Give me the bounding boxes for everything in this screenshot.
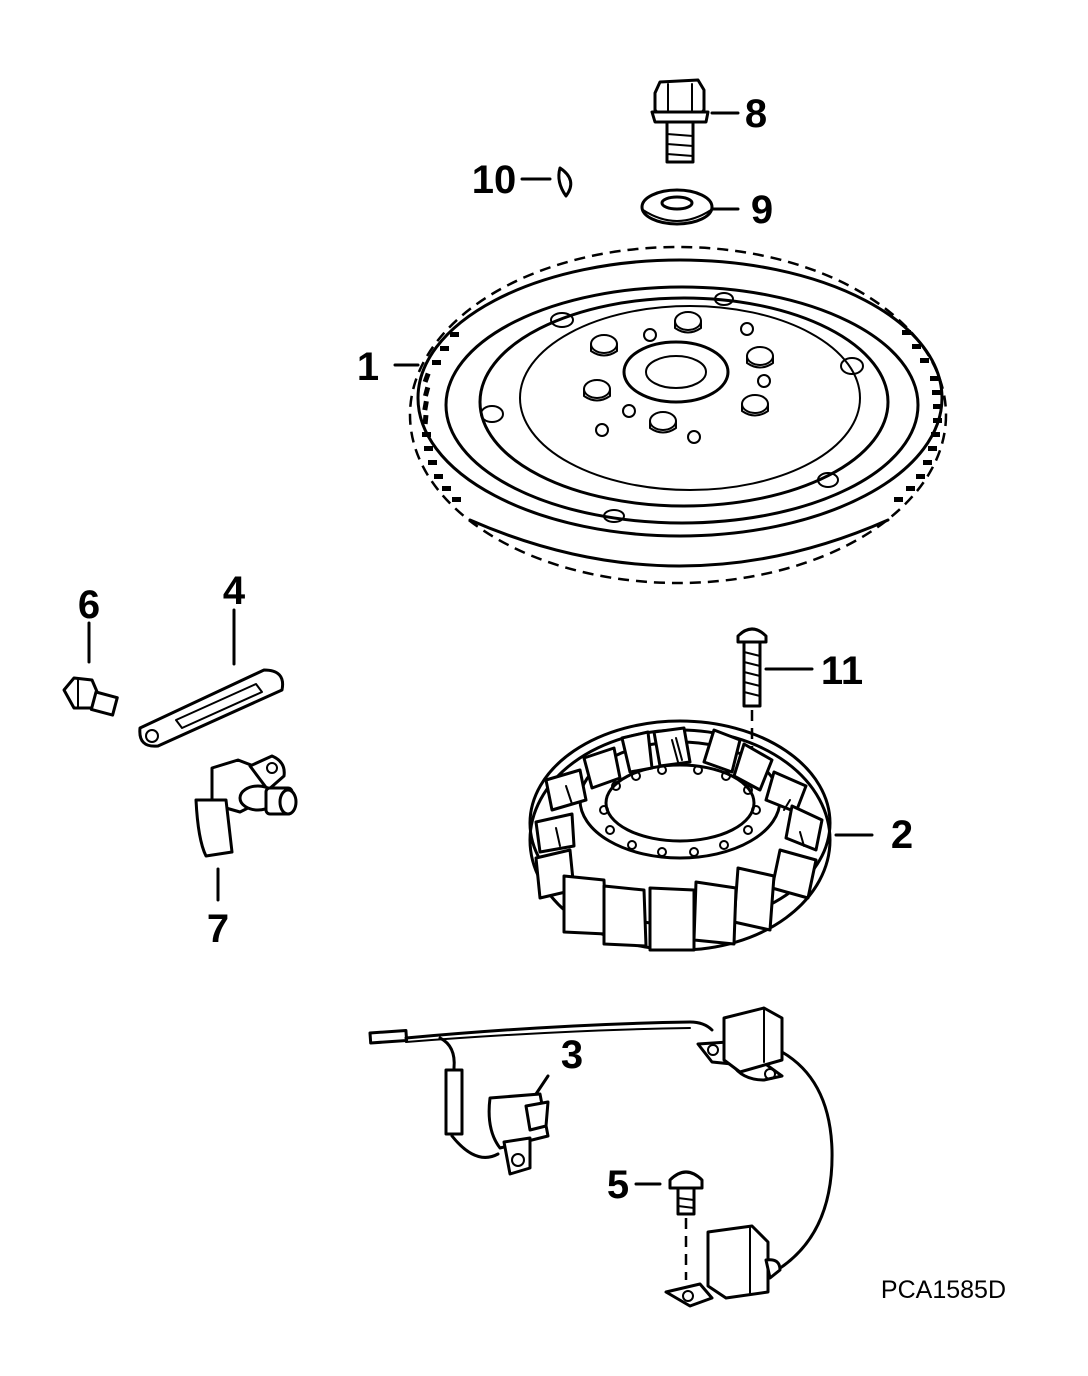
callout-labels: 1 2 3 4 5 6 7 8 9 10 11 — [78, 92, 913, 1207]
stator-icon — [528, 719, 832, 952]
screw-icon — [668, 1170, 704, 1280]
callout-7: 7 — [207, 907, 229, 951]
callout-10: 10 — [472, 158, 517, 202]
callout-11: 11 — [821, 649, 863, 693]
callout-1: 1 — [357, 345, 379, 389]
key-icon — [557, 166, 573, 198]
callout-5: 5 — [607, 1163, 629, 1207]
link-arm-icon — [138, 668, 285, 748]
callout-8: 8 — [745, 92, 767, 136]
drawing-code: PCA1585D — [881, 1276, 1006, 1304]
flywheel-icon — [408, 245, 948, 585]
timer-base-icon — [368, 1006, 834, 1308]
leader-lines — [87, 111, 874, 1186]
washer-icon — [640, 188, 714, 226]
callout-6: 6 — [78, 583, 100, 627]
callout-3: 3 — [561, 1033, 583, 1077]
callout-9: 9 — [751, 188, 773, 232]
bolt-icon — [650, 78, 710, 164]
callout-2: 2 — [891, 813, 913, 857]
callout-4: 4 — [223, 569, 246, 613]
cam-icon — [194, 754, 298, 858]
screw-icon — [736, 627, 768, 770]
screw-icon — [62, 676, 119, 717]
